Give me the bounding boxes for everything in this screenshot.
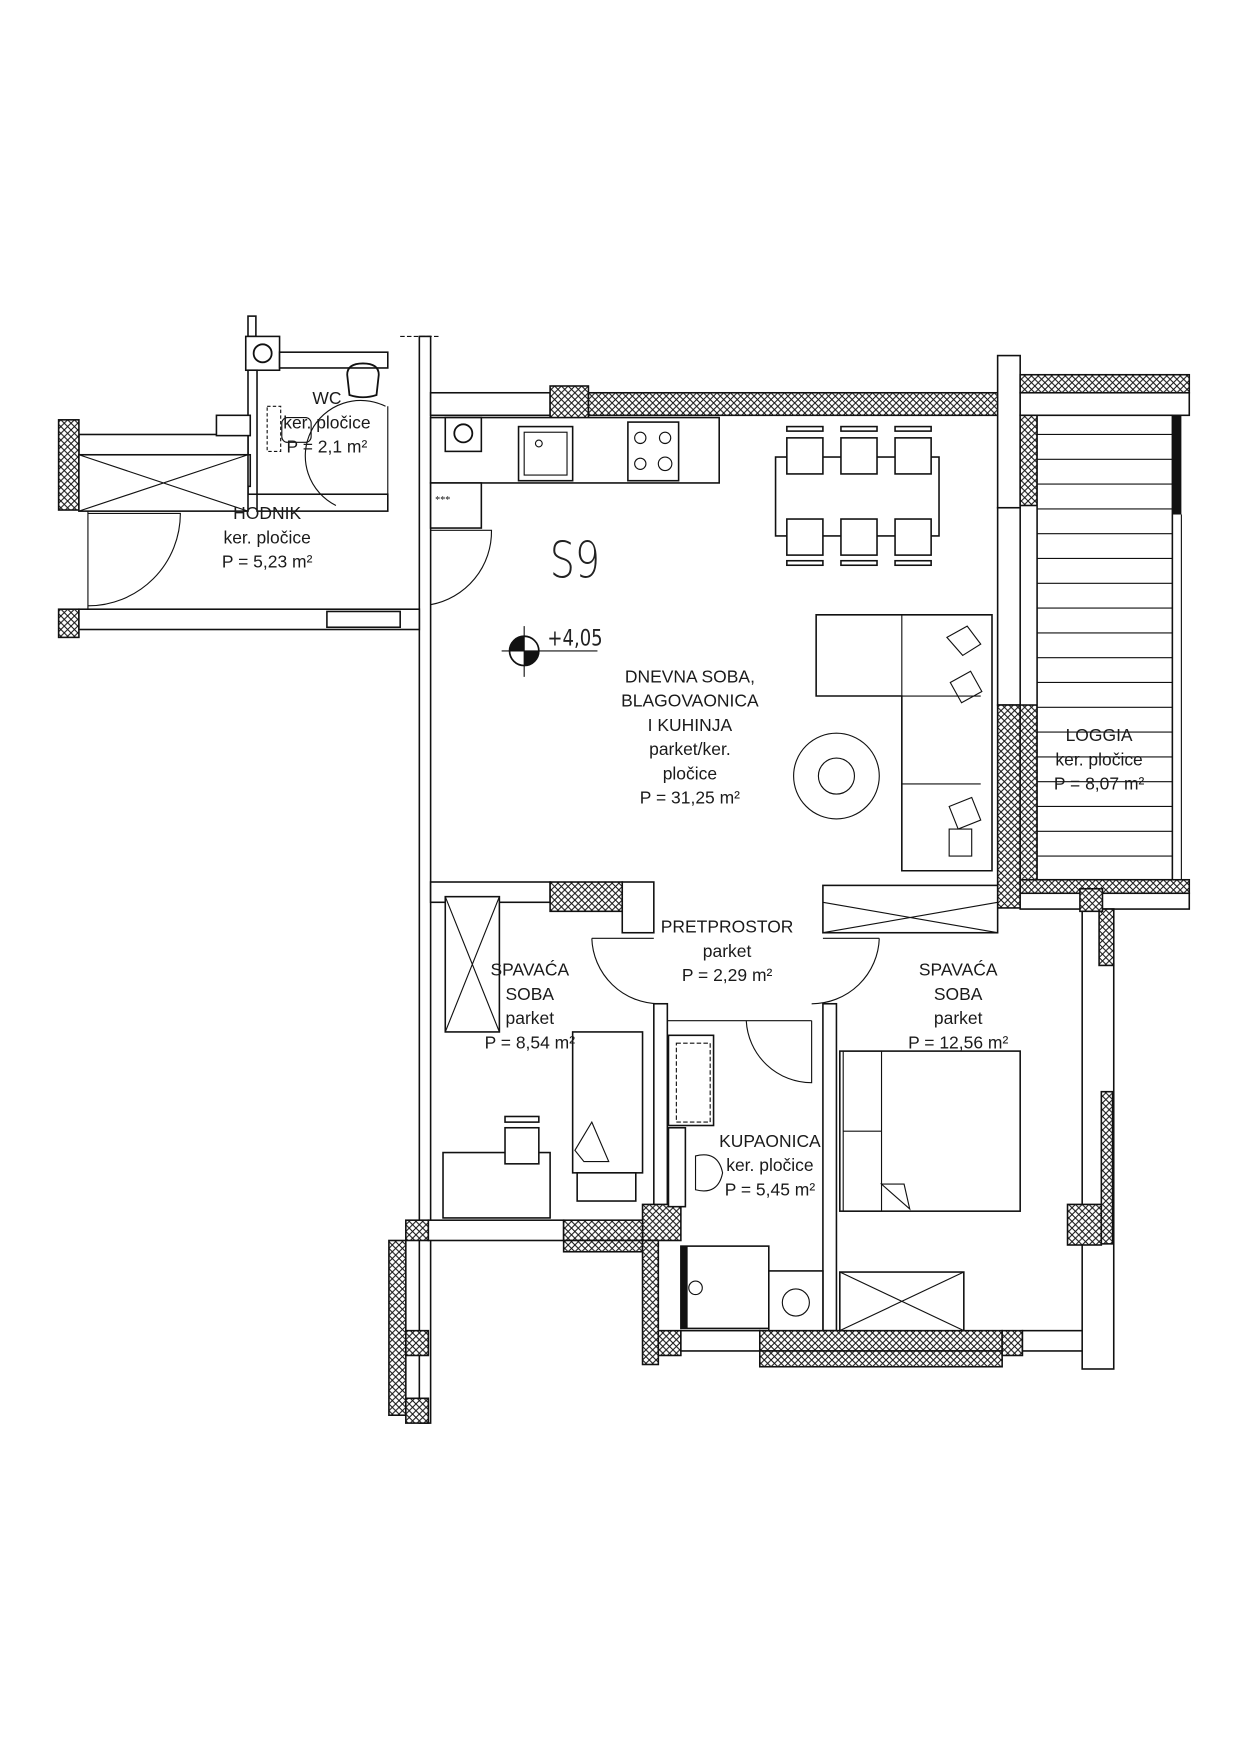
room-label-spavaca2: P = 12,56 m² <box>908 1032 1008 1052</box>
room-label-pretprostor: P = 2,29 m² <box>682 965 773 985</box>
level-mark: +4,05 <box>547 624 602 651</box>
room-label-dnevna: pločice <box>663 763 717 783</box>
svg-text:***: *** <box>435 495 450 506</box>
room-label-spavaca1: P = 8,54 m² <box>485 1032 576 1052</box>
room-label-dnevna: BLAGOVAONICA <box>621 691 759 711</box>
room-label-kupaonica: KUPAONICA <box>719 1131 821 1151</box>
room-label-spavaca1: SPAVAĆA <box>490 959 569 980</box>
level-marker: +4,05 <box>501 624 603 677</box>
room-label-wc: P = 2,1 m² <box>287 437 368 457</box>
room-label-pretprostor: parket <box>703 941 752 961</box>
room-label-spavaca1: parket <box>506 1008 555 1028</box>
chair <box>840 437 878 475</box>
chair <box>840 518 878 556</box>
room-label-dnevna: I KUHINJA <box>648 715 733 735</box>
chair <box>894 437 932 475</box>
room-label-hodnik: HODNIK <box>233 503 301 523</box>
chair <box>894 518 932 556</box>
room-label-spavaca2: SOBA <box>934 984 983 1004</box>
unit-label: S9 <box>550 531 600 590</box>
room-label-hodnik: P = 5,23 m² <box>222 552 313 572</box>
room-label-kupaonica: P = 5,45 m² <box>725 1179 816 1199</box>
room-label-dnevna: DNEVNA SOBA, <box>625 666 755 686</box>
room-label-loggia: P = 8,07 m² <box>1054 774 1145 794</box>
room-labels: WC ker. pločice P = 2,1 m² HODNIK ker. ploči… <box>222 388 1145 1199</box>
room-label-loggia: ker. pločice <box>1055 749 1142 769</box>
room-label-wc: WC <box>312 388 341 408</box>
room-label-spavaca1: SOBA <box>506 984 555 1004</box>
furniture: *** <box>266 362 1021 1332</box>
chair <box>786 437 824 475</box>
room-label-hodnik: ker. pločice <box>223 527 310 547</box>
room-label-spavaca2: parket <box>934 1008 983 1028</box>
room-label-pretprostor: PRETPROSTOR <box>661 917 794 937</box>
room-label-loggia: LOGGIA <box>1066 725 1133 745</box>
room-label-kupaonica: ker. pločice <box>726 1155 813 1175</box>
chair <box>786 518 824 556</box>
room-label-spavaca2: SPAVAĆA <box>919 959 998 980</box>
loggia-tiles <box>1037 433 1173 857</box>
room-label-dnevna: parket/ker. <box>649 739 731 759</box>
room-label-wc: ker. pločice <box>283 412 370 432</box>
walls <box>57 315 1191 1424</box>
room-label-dnevna: P = 31,25 m² <box>640 788 740 808</box>
